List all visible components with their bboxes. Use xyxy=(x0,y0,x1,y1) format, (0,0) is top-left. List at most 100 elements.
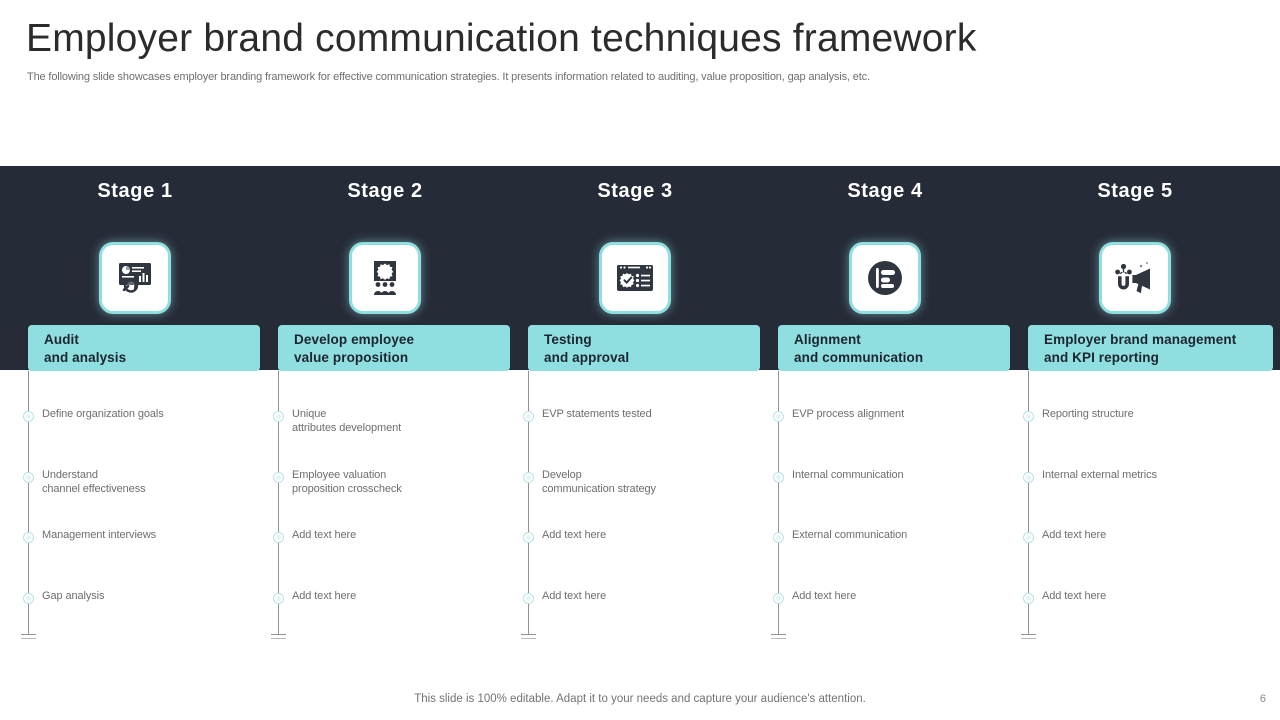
list-item-text: Add text here xyxy=(542,528,757,542)
list-item-line1: Add text here xyxy=(292,529,357,541)
list-item-text: Add text here xyxy=(542,589,757,603)
list-item-line1: Unique xyxy=(292,408,327,420)
timeline-dot-icon xyxy=(273,532,284,543)
timeline-foot-4 xyxy=(771,634,786,635)
stage-header-line2: and approval xyxy=(544,350,630,365)
team-presentation-icon xyxy=(364,257,406,299)
stage-label-1: Stage 1 xyxy=(97,180,173,202)
list-item-line1: Add text here xyxy=(792,590,857,602)
magnet-megaphone-icon xyxy=(1114,257,1156,299)
timeline-dot-icon xyxy=(523,411,534,422)
timeline-dot-icon xyxy=(273,411,284,422)
stage-header-bar-1: Audit and analysis xyxy=(28,325,260,371)
stage-header-bar-5: Employer brand management and KPI reporti… xyxy=(1028,325,1273,371)
timeline-dot-icon xyxy=(773,593,784,604)
timeline-dot-icon xyxy=(23,593,34,604)
timeline-foot-5 xyxy=(1021,634,1036,635)
timeline-dot-icon xyxy=(273,472,284,483)
list-item-text: Add text here xyxy=(1042,528,1257,542)
timeline-spine-4 xyxy=(778,371,779,635)
timeline-foot-1 xyxy=(21,634,36,635)
list-item-text: Reporting structure xyxy=(1042,407,1257,421)
timeline-spine-5 xyxy=(1028,371,1029,635)
stage-icon-tile-3[interactable] xyxy=(599,242,671,314)
list-item-line1: Gap analysis xyxy=(42,590,105,602)
list-item-line1: External communication xyxy=(792,529,908,541)
stage-header-line1: Audit xyxy=(44,332,79,347)
stage-label-3: Stage 3 xyxy=(597,180,673,202)
list-item-line1: Internal communication xyxy=(792,469,904,481)
list-item-text: External communication xyxy=(792,528,1007,542)
stage-icon-tile-5[interactable] xyxy=(1099,242,1171,314)
timeline-foot-shadow-3 xyxy=(521,638,536,639)
stage-icon-tile-4[interactable] xyxy=(849,242,921,314)
timeline-foot-shadow-4 xyxy=(771,638,786,639)
list-item-line1: Develop xyxy=(542,469,582,481)
stage-header-line2: value proposition xyxy=(294,350,409,365)
page-number: 6 xyxy=(1259,693,1266,705)
list-item-line2: channel effectiveness xyxy=(42,483,146,495)
stage-header-bar-4: Alignment and communication xyxy=(778,325,1010,371)
timeline-foot-shadow-5 xyxy=(1021,638,1036,639)
list-item-text: EVP statements tested xyxy=(542,407,757,421)
timeline-spine-1 xyxy=(28,371,29,635)
list-item-text: Add text here xyxy=(1042,589,1257,603)
stage-header-line1: Employer brand management xyxy=(1044,332,1237,347)
list-item-line1: EVP statements tested xyxy=(542,408,652,420)
stage-header-line2: and KPI reporting xyxy=(1044,350,1159,365)
timeline-dot-icon xyxy=(523,472,534,483)
list-item-text: Define organization goals xyxy=(42,407,257,421)
stage-header-line1: Testing xyxy=(544,332,592,347)
timeline-dot-icon xyxy=(23,532,34,543)
timeline-foot-shadow-1 xyxy=(21,638,36,639)
list-item-line1: Understand xyxy=(42,469,98,481)
footer-note: This slide is 100% editable. Adapt it to… xyxy=(414,693,866,705)
list-item-line1: Internal external metrics xyxy=(1042,469,1157,481)
timeline-dot-icon xyxy=(23,411,34,422)
page-subtitle: The following slide showcases employer b… xyxy=(27,71,870,83)
timeline-foot-3 xyxy=(521,634,536,635)
stage-column-5: Stage 5 Employer brand management and KPI… xyxy=(1010,166,1273,666)
stage-header-line2: and analysis xyxy=(44,350,127,365)
list-item-line1: Add text here xyxy=(1042,590,1107,602)
timeline-dot-icon xyxy=(523,593,534,604)
presentation-analytics-magnifier-icon xyxy=(114,257,156,299)
timeline-dot-icon xyxy=(1023,472,1034,483)
timeline-dot-icon xyxy=(523,532,534,543)
timeline-dot-icon xyxy=(1023,593,1034,604)
timeline-dot-icon xyxy=(773,472,784,483)
stage-header-line2: and communication xyxy=(794,350,924,365)
page-title: Employer brand communication techniques … xyxy=(26,17,977,60)
timeline-spine-2 xyxy=(278,371,279,635)
browser-checklist-gear-icon xyxy=(614,257,656,299)
list-item-text: Add text here xyxy=(792,589,1007,603)
list-item-line1: EVP process alignment xyxy=(792,408,905,420)
timeline-spine-3 xyxy=(528,371,529,635)
stage-icon-tile-2[interactable] xyxy=(349,242,421,314)
stage-icon-tile-1[interactable] xyxy=(99,242,171,314)
list-item-text: Add text here xyxy=(292,528,507,542)
list-item-line1: Define organization goals xyxy=(42,408,164,420)
timeline-foot-2 xyxy=(271,634,286,635)
timeline-dot-icon xyxy=(1023,411,1034,422)
timeline-foot-shadow-2 xyxy=(271,638,286,639)
stage-header-line1: Alignment xyxy=(794,332,861,347)
timeline-dot-icon xyxy=(773,532,784,543)
list-item-line1: Management interviews xyxy=(42,529,157,541)
stage-label-2: Stage 2 xyxy=(347,180,423,202)
timeline-dot-icon xyxy=(23,472,34,483)
stage-label-4: Stage 4 xyxy=(847,180,923,202)
list-item-text: Understand channel effectiveness xyxy=(42,468,257,496)
stage-header-bar-3: Testing and approval xyxy=(528,325,760,371)
align-left-circle-icon xyxy=(864,257,906,299)
timeline-dot-icon xyxy=(1023,532,1034,543)
stage-label-5: Stage 5 xyxy=(1097,180,1173,202)
